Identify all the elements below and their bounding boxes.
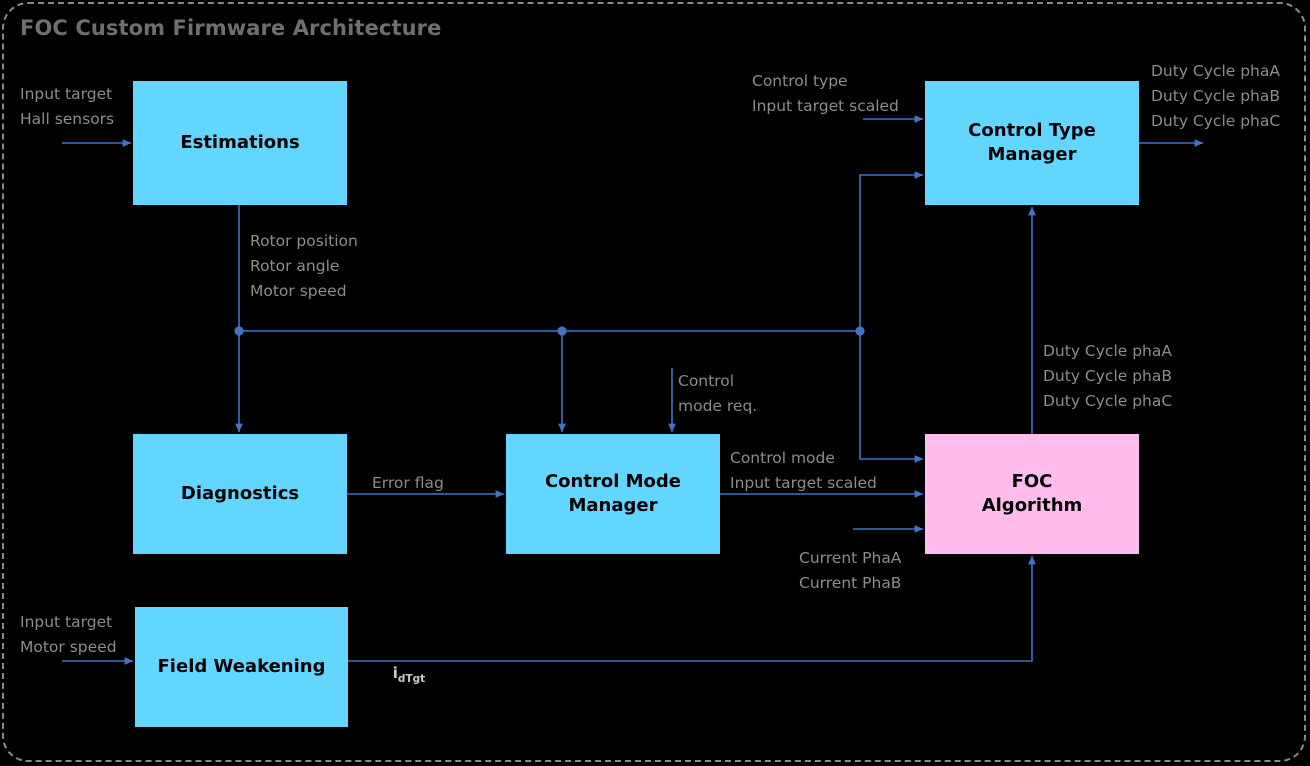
block-control-mode-manager-label: Control Mode Manager xyxy=(544,470,682,516)
junction-ctrlmode xyxy=(557,326,567,336)
signal-label-error-flag: Error flag xyxy=(372,474,444,492)
junction-dots xyxy=(234,326,865,336)
block-field-weakening[interactable]: Field Weakening xyxy=(135,607,348,727)
block-control-mode-manager[interactable]: Control Mode Manager xyxy=(506,434,720,554)
block-foc-algorithm[interactable]: FOC Algorithm xyxy=(925,434,1139,554)
junction-right-bus xyxy=(855,326,865,336)
block-control-type-manager[interactable]: Control Type Manager xyxy=(925,81,1139,205)
junction-estimations xyxy=(234,326,244,336)
signal-label-input-estimations: Input target Hall sensors xyxy=(20,85,115,129)
block-diagnostics[interactable]: Diagnostics xyxy=(133,434,347,554)
signal-label-control-mode-req: Control mode req. xyxy=(678,372,758,416)
signal-label-control-mode-output: Control mode Input target scaled xyxy=(730,449,877,493)
page-title: FOC Custom Firmware Architecture xyxy=(20,16,442,40)
signal-label-input-field-weakening: Input target Motor speed xyxy=(20,613,117,657)
block-field-weakening-label: Field Weakening xyxy=(157,655,326,677)
wire-field-weakening-to-foc xyxy=(348,555,1036,662)
signal-label-control-type-output: Duty Cycle phaA Duty Cycle phaB Duty Cyc… xyxy=(1151,62,1281,131)
signal-label-input-control-type: Control type Input target scaled xyxy=(752,72,899,116)
signal-label-currents-input: Current PhaA Current PhaB xyxy=(799,549,902,593)
signal-label-idtgt: idTgt xyxy=(371,636,426,713)
wire-bus-to-control-type-manager xyxy=(859,171,924,331)
block-control-type-manager-label: Control Type Manager xyxy=(968,119,1096,165)
idtgt-subscript: dTgt xyxy=(397,673,426,686)
block-estimations[interactable]: Estimations xyxy=(133,81,347,205)
block-estimations-label: Estimations xyxy=(180,131,300,153)
signal-label-foc-duty-cycles: Duty Cycle phaA Duty Cycle phaB Duty Cyc… xyxy=(1043,342,1173,411)
block-diagnostics-label: Diagnostics xyxy=(180,482,300,504)
block-foc-algorithm-label: FOC Algorithm xyxy=(981,470,1083,516)
wire-bus-to-foc-algorithm xyxy=(859,331,924,463)
signal-label-estimations-output: Rotor position Rotor angle Motor speed xyxy=(250,232,358,301)
idtgt-base: i xyxy=(392,664,398,683)
